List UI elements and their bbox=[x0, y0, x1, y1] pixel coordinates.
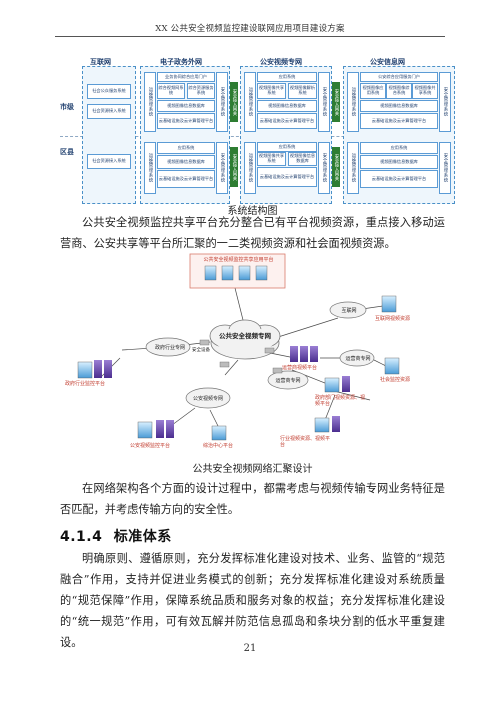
header-title: XX 公共安全视频监控建设联网应用项目建设方案 bbox=[155, 24, 345, 34]
page-number: 21 bbox=[243, 643, 257, 654]
egov-city-box-1: 综合视频网系统 bbox=[157, 83, 185, 99]
police-mgmt-city: 运维管理系统 bbox=[244, 72, 256, 132]
cloud-police-icon bbox=[185, 387, 231, 409]
police-city-box-1: 视频图像共享系统 bbox=[257, 83, 286, 99]
cloud-carrier-icon bbox=[339, 349, 375, 367]
internet-box-2: 社会资源接入系统 bbox=[87, 104, 131, 119]
info-district-box-2: 视频图像信息数据库 bbox=[360, 155, 438, 169]
egov-district-box-1: 应用系统 bbox=[157, 142, 215, 154]
police-district-box-1: 应用系统 bbox=[257, 142, 317, 152]
police-mgmt-district: 运维管理系统 bbox=[244, 142, 256, 194]
info-mgmt-city: 运维管理系统 bbox=[347, 72, 359, 132]
fig2-label-layer: 公共安全视频监控共享应用平台 公共安全视频专网 政府行业专网 互联网 运营商专网… bbox=[60, 250, 445, 458]
shared-platform-box bbox=[189, 253, 286, 289]
police-city-box-3: 视频图像信息数据库 bbox=[257, 100, 317, 112]
network-diagram bbox=[77, 253, 400, 441]
egov-top-header: 业务协同综合应用门户 bbox=[157, 72, 215, 82]
police-district-box-3: 视频图像信息数据库 bbox=[288, 152, 317, 166]
info-city-box-2: 视频图像综合系统 bbox=[386, 83, 412, 99]
cloud-internet-icon bbox=[329, 301, 367, 319]
gov-platform-label: 政府行业监控平台 bbox=[65, 381, 106, 387]
cloud-gov-icon bbox=[145, 337, 191, 357]
paragraph-3: 明确原则、遵循原则，充分发挥标准化建设对技术、业务、监管的“规范融合”作用，支持… bbox=[60, 552, 445, 649]
police-security-city: 安全管理系统 bbox=[318, 72, 330, 132]
info-district-box-3: 云基础设施及云计算管理平台 bbox=[360, 170, 438, 188]
figure1-caption: 系统结构图 bbox=[227, 206, 278, 217]
info-security-district: 安全管理系统 bbox=[439, 142, 451, 194]
command-center-server-icon bbox=[211, 425, 227, 441]
center-cloud-label: 公共安全视频专网 bbox=[219, 332, 271, 340]
police-city-box-2: 视频图像解析系统 bbox=[288, 83, 317, 99]
carrier-platform-server-icon bbox=[290, 346, 318, 362]
egov-city-box-4: 云基础设施及云计算管理平台 bbox=[157, 113, 215, 129]
panel-title-internet: 互联网 bbox=[90, 58, 111, 66]
gateway-egov-police-city: 安全接入网关 bbox=[230, 82, 238, 122]
dept-res-label: 政府部门视频资源、视频平台 bbox=[315, 395, 366, 407]
industry-res-server-icon bbox=[314, 416, 340, 433]
gov-platform-server-icon bbox=[77, 360, 112, 379]
egov-security-city: 安全管理系统 bbox=[216, 72, 228, 132]
info-city-box-5: 云基础设施及云计算管理平台 bbox=[360, 113, 438, 129]
cloud-internet-label: 互联网 bbox=[341, 308, 357, 314]
paragraph-1: 公共安全视频监控共享平台充分整合已有平台视频资源，重点接入移动运营商、公安共享等… bbox=[60, 216, 445, 250]
police-city-box-4: 云基础设施及云计算管理平台 bbox=[257, 113, 317, 129]
egov-district-box-2: 视频图像信息数据库 bbox=[157, 155, 215, 169]
panel-title-police: 公安视频专网 bbox=[260, 58, 302, 66]
cloud-carrier2-icon bbox=[267, 370, 309, 390]
security-device-label: 安全设备 bbox=[192, 348, 210, 353]
panel-title-egov: 电子政务外网 bbox=[160, 58, 202, 66]
cloud-gov-label: 政府行业专网 bbox=[154, 345, 185, 351]
police-platform-label: 公安视频监控平台 bbox=[130, 443, 171, 449]
section-title: 标准体系 bbox=[113, 529, 172, 545]
row-label-city: 市级 bbox=[60, 103, 74, 111]
gateway-police-info-city: 安全接入网关 bbox=[332, 82, 340, 122]
egov-district-box-3: 云基础设施及云计算管理平台 bbox=[157, 170, 215, 188]
info-city-box-4: 视频图像信息数据库 bbox=[360, 100, 438, 112]
command-center-label: 综治中心平台 bbox=[203, 443, 234, 449]
egov-city-box-3: 视频图像信息数据库 bbox=[157, 100, 215, 112]
egov-mgmt-district: 运维管理系统 bbox=[144, 142, 156, 194]
egov-mgmt-city: 运维管理系统 bbox=[144, 72, 156, 132]
info-security-city: 安全管理系统 bbox=[439, 72, 451, 132]
social-res-server-icon bbox=[384, 357, 400, 375]
police-top-header: 应用系统 bbox=[257, 72, 317, 82]
info-top-header: 公安综合应用服务门户 bbox=[360, 72, 438, 82]
top-platform-label: 公共安全视频监控共享应用平台 bbox=[203, 257, 274, 263]
system-architecture-figure: 市级 区县 互联网 社会公众服务系统 社会资源接入系统 社会资源接入系统 电子政… bbox=[60, 52, 455, 204]
egov-security-district: 安全管理系统 bbox=[216, 142, 228, 194]
police-security-district: 安全管理系统 bbox=[318, 142, 330, 194]
internet-res-label: 互联网视频资源 bbox=[375, 316, 411, 322]
figure2-caption: 公共安全视频网络汇聚设计 bbox=[192, 464, 313, 475]
cloud-carrier-label: 运营商专网 bbox=[345, 356, 371, 362]
security-device-icons bbox=[199, 339, 283, 374]
police-district-box-2: 视频图像共享系统 bbox=[257, 152, 286, 166]
social-res-label: 社会监控资源 bbox=[380, 377, 411, 383]
info-district-box-1: 应用系统 bbox=[360, 142, 438, 154]
carrier-platform-label: 运营商视频平台 bbox=[282, 365, 318, 371]
paragraph-2: 在网络架构各个方面的设计过程中，都需考虑与视频传输专网业务特征是否匹配，并考虑传… bbox=[60, 482, 445, 516]
network-aggregation-figure: 公共安全视频监控共享应用平台 公共安全视频专网 政府行业专网 互联网 运营商专网… bbox=[60, 250, 445, 458]
industry-res-label: 行业视频资源、视频平台 bbox=[280, 436, 331, 448]
egov-city-box-2: 综合资源服务系统 bbox=[187, 83, 215, 99]
gateway-egov-police-district: 安全接入网关 bbox=[230, 147, 238, 187]
info-city-box-1: 视频图像应用系统 bbox=[360, 83, 386, 99]
cloud-carrier2-label: 运营商专网 bbox=[275, 378, 301, 384]
internet-box-1: 社会公众服务系统 bbox=[87, 84, 131, 99]
dept-res-server-icon bbox=[324, 376, 350, 393]
gateway-police-info-district: 安全接入网关 bbox=[332, 147, 340, 187]
internet-res-server-icon bbox=[381, 295, 397, 313]
info-city-box-3: 视频图像共享系统 bbox=[412, 83, 438, 99]
panel-title-info: 公安信息网 bbox=[370, 58, 405, 66]
section-heading: 4.1.4 标准体系 bbox=[60, 526, 172, 546]
info-mgmt-district: 运维管理系统 bbox=[347, 142, 359, 194]
internet-box-3: 社会资源接入系统 bbox=[87, 154, 131, 169]
header-rule bbox=[55, 36, 445, 37]
platform-servers-icon bbox=[204, 265, 268, 281]
police-district-box-4: 云基础设施及云计算管理平台 bbox=[257, 167, 317, 187]
section-number: 4.1.4 bbox=[60, 529, 103, 545]
police-platform-server-icon bbox=[137, 420, 174, 439]
cloud-police-label: 公安视频专网 bbox=[192, 396, 223, 402]
row-label-district: 区县 bbox=[60, 148, 74, 156]
